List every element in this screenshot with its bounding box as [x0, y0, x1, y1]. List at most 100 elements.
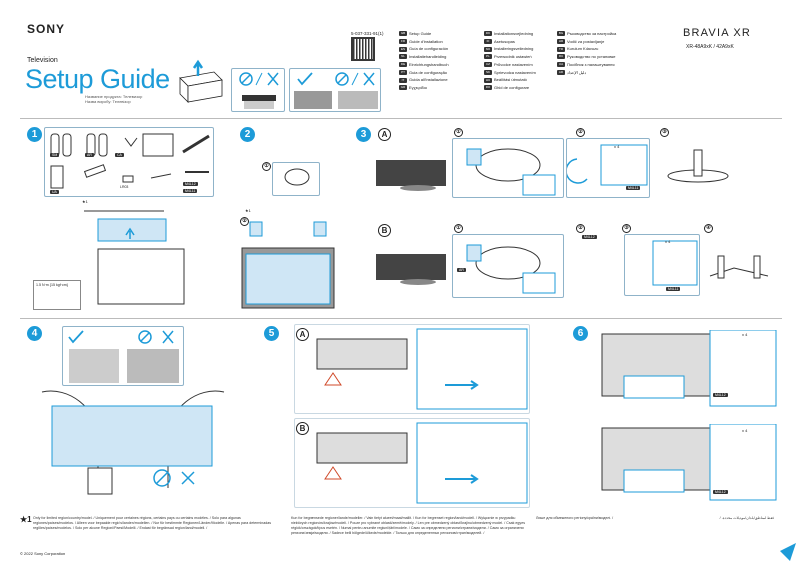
step-3a-screw-panel: [565, 138, 650, 198]
step-6b-illustration: [601, 424, 777, 501]
screw-count-6a: x 4: [742, 332, 748, 337]
screw-count-3a: x 4: [614, 144, 620, 149]
step-2-badge: 2: [240, 127, 255, 142]
product-name-ru: Название продукта: Телевизор: [85, 94, 143, 99]
screw-count-3b: x 4: [665, 239, 671, 244]
handling-icons: [294, 72, 378, 109]
step-5-badge: 5: [264, 326, 279, 341]
no-lay-flat-icon: [239, 72, 279, 109]
step-3a-stand-result: [667, 149, 729, 183]
footer-star-note: ★1: [20, 515, 32, 524]
stand-assembly-illustration-b: [466, 244, 556, 294]
step-1-tv-illustration: [84, 210, 185, 305]
warning-panel-2: [289, 68, 381, 112]
label-m5l12-6b: M4L12: [713, 490, 728, 494]
page-title: Setup Guide: [25, 64, 170, 94]
step-6a-illustration: [601, 330, 777, 407]
warning-panel-1: [231, 68, 285, 112]
step-3a-substep-3: ③: [660, 128, 669, 137]
stand-assembly-illustration: [466, 148, 556, 196]
step-3b-substep-4: ④: [704, 224, 713, 233]
label-ua: UA: [50, 190, 59, 194]
header-divider: [20, 118, 782, 119]
step-3a-substep-2: ②: [576, 128, 585, 137]
label-ar-3b: AR: [457, 268, 466, 272]
step-5a-panel: [294, 324, 530, 414]
footer-note-col2: Kun for begrænsede regioner/lande/modell…: [291, 516, 525, 535]
step-2-substep-1: ①: [262, 162, 271, 171]
step-2-tv-illustration: [241, 221, 335, 309]
step-3b-stand-result: [709, 255, 769, 279]
label-lr03: LR03: [120, 185, 129, 189]
step-3-badge: 3: [356, 127, 371, 142]
footer-note-col3: Лише для обмеженого регіону/країни/модел…: [536, 516, 614, 520]
label-m4l11: M4L11: [183, 189, 198, 193]
step-4-lifting-illustration: [41, 390, 225, 495]
step-5b-panel: [294, 418, 530, 508]
model-numbers: XR-48A9xK / 42A9xK: [686, 44, 734, 50]
screw-count-6b: x 4: [742, 428, 748, 433]
cover-illustration: [284, 168, 310, 186]
step-5-variant-a: A: [296, 328, 309, 341]
step-3b-substep-2: ②: [576, 224, 585, 233]
tv-box-illustration: [179, 59, 223, 103]
step-5-variant-b: B: [296, 422, 309, 435]
step-3a-stand-panel: [452, 138, 564, 198]
sony-logo: SONY: [27, 22, 66, 36]
step-2-cover-panel: [272, 162, 320, 196]
category-label: Television: [27, 57, 58, 64]
accessories-illustration: [50, 133, 210, 189]
step-3b-substep-1: ①: [454, 224, 463, 233]
screw-illustration-b: [652, 240, 698, 286]
step-2-star: ★1: [245, 208, 251, 213]
label-ar: AR: [85, 153, 94, 157]
step-3b-stand-panel: [452, 234, 564, 298]
step-4-badge: 4: [27, 326, 42, 341]
step-3a-tv-edge: [376, 160, 446, 191]
step-3a-substep-1: ①: [454, 128, 463, 137]
section-divider: [20, 318, 782, 319]
copyright: © 2022 Sony Corporation: [20, 551, 66, 556]
corner-logo-icon: [780, 543, 796, 561]
screw-illustration: [565, 144, 648, 186]
torque-callout: 1.5 N·m {15 kgf·cm}: [33, 280, 81, 310]
label-sm: SM: [50, 153, 60, 157]
step-1-accessories-panel: [44, 127, 214, 197]
footer-note-col1: Only for limited region/country/model. /…: [33, 516, 272, 530]
label-m4l11-3a: M4L11: [626, 186, 641, 190]
step-5b-illustration: [316, 422, 528, 504]
label-ca: CA: [115, 153, 124, 157]
step-3b-substep-3: ③: [622, 224, 631, 233]
step-4-handling-panel: [62, 326, 184, 386]
step-2-substep-2: ②: [240, 217, 249, 226]
star-note-marker: ★1: [82, 199, 88, 204]
step-3-variant-b: B: [378, 224, 391, 237]
product-name-uk: Назва виробу: Телевізор: [85, 99, 131, 104]
label-m4l12: M4L12: [183, 182, 198, 186]
